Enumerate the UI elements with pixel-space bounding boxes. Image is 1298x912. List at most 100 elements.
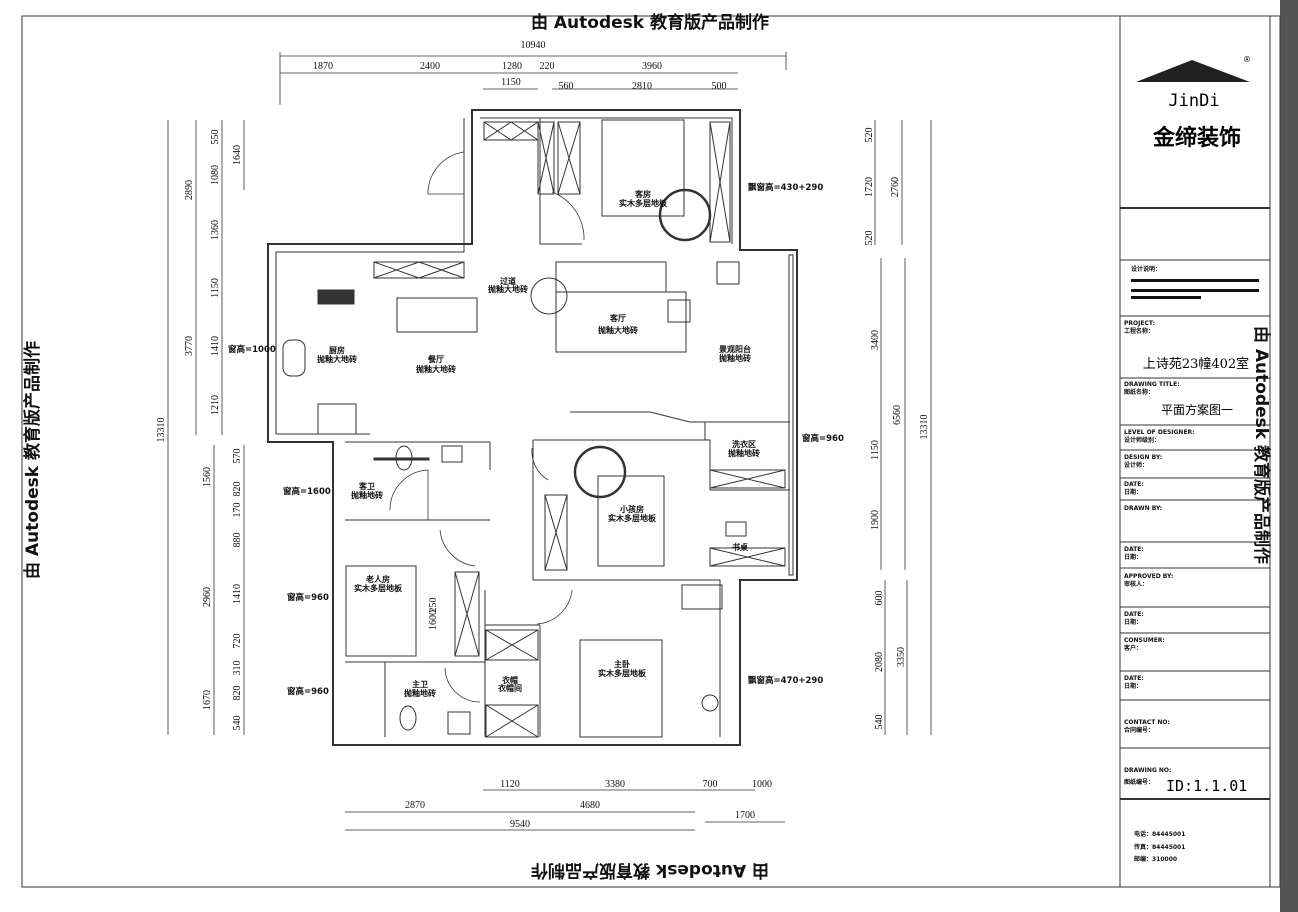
svg-text:2870: 2870 (405, 800, 425, 811)
svg-text:820: 820 (232, 482, 243, 497)
tel: 电话：84445001 (1134, 830, 1185, 838)
svg-text:日期：: 日期： (1124, 618, 1142, 626)
svg-text:日期：: 日期： (1124, 682, 1142, 690)
room-labels: 客房 实木多层地板 过道 抛釉大地砖 客厅 抛釉大地砖 厨房 抛釉大地砖 餐厅 … (317, 189, 760, 698)
svg-text:抛釉大地砖: 抛釉大地砖 (416, 364, 456, 374)
toilet (395, 445, 413, 471)
svg-text:170: 170 (232, 503, 243, 518)
svg-text:1000: 1000 (752, 779, 772, 790)
round-table (530, 277, 568, 315)
registered-mark: ® (1243, 55, 1251, 64)
watermark-bottom: 由 Autodesk 教育版产品制作 (531, 860, 769, 881)
svg-text:抛釉地砖: 抛釉地砖 (719, 353, 751, 363)
svg-text:13310: 13310 (156, 418, 167, 443)
svg-text:550: 550 (210, 130, 221, 145)
svg-text:图纸名称：: 图纸名称： (1124, 388, 1154, 396)
svg-text:1700: 1700 (735, 810, 755, 821)
svg-text:客房: 客房 (634, 189, 651, 199)
svg-text:1150: 1150 (870, 440, 881, 460)
svg-text:衣帽间: 衣帽间 (498, 683, 522, 693)
svg-text:餐厅: 餐厅 (427, 354, 444, 364)
notes-label: 设计说明： (1131, 265, 1161, 273)
svg-text:抛釉地砖: 抛釉地砖 (728, 448, 760, 458)
svg-text:1150: 1150 (501, 77, 521, 88)
drawing-title: 平面方案图一 (1161, 402, 1233, 417)
svg-text:日期：: 日期： (1124, 553, 1142, 561)
svg-text:2960: 2960 (202, 587, 213, 607)
svg-text:720: 720 (232, 634, 243, 649)
svg-text:1080: 1080 (210, 165, 221, 185)
svg-text:抛釉大地砖: 抛釉大地砖 (598, 325, 638, 335)
svg-text:DATE:: DATE: (1124, 546, 1144, 553)
svg-text:小孩房: 小孩房 (619, 504, 644, 514)
svg-text:220: 220 (540, 61, 555, 72)
svg-text:1670: 1670 (202, 690, 213, 710)
svg-text:窗高=1600: 窗高=1600 (283, 486, 331, 497)
svg-text:1150: 1150 (210, 278, 221, 298)
svg-text:820: 820 (232, 686, 243, 701)
svg-text:CONTACT NO:: CONTACT NO: (1124, 719, 1170, 726)
svg-text:实木多层地板: 实木多层地板 (619, 198, 668, 208)
svg-text:抛釉地砖: 抛釉地砖 (351, 490, 383, 500)
svg-text:设计师级别：: 设计师级别： (1124, 436, 1160, 444)
svg-text:景观阳台: 景观阳台 (719, 344, 751, 354)
window-edge (1280, 0, 1298, 912)
svg-text:4680: 4680 (580, 800, 600, 811)
svg-text:1870: 1870 (313, 61, 333, 72)
svg-text:DATE:: DATE: (1124, 481, 1144, 488)
jindi-logo-icon (1136, 60, 1250, 82)
svg-text:560: 560 (559, 81, 574, 92)
svg-text:3380: 3380 (605, 779, 625, 790)
bed-child (597, 475, 665, 567)
svg-text:540: 540 (232, 716, 243, 731)
watermark-left: 由 Autodesk 教育版产品制作 (22, 341, 43, 579)
svg-text:1210: 1210 (210, 395, 221, 415)
svg-text:1900: 1900 (870, 510, 881, 530)
wardrobes (373, 121, 786, 738)
dimension-labels: 10940 1870 2400 1280 220 3960 1150 560 2… (156, 40, 930, 830)
svg-text:3960: 3960 (642, 61, 662, 72)
svg-text:1410: 1410 (232, 584, 243, 604)
svg-text:LEVEL OF DESIGNER:: LEVEL OF DESIGNER: (1124, 429, 1195, 436)
svg-text:6560: 6560 (892, 405, 903, 425)
svg-text:窗高=960: 窗高=960 (287, 592, 329, 603)
svg-text:窗高=1000: 窗高=1000 (228, 344, 276, 355)
svg-text:厨房: 厨房 (329, 345, 345, 355)
dimension-lines (167, 52, 932, 831)
window-notes: 飘窗高=430+290 窗高=1000 窗高=960 窗高=1600 窗高=96… (228, 182, 844, 697)
svg-text:窗高=960: 窗高=960 (287, 686, 329, 697)
svg-text:3770: 3770 (184, 336, 195, 356)
svg-text:工程名称：: 工程名称： (1124, 327, 1154, 335)
bed-guest (601, 119, 685, 217)
svg-text:2810: 2810 (632, 81, 652, 92)
svg-text:880: 880 (232, 533, 243, 548)
doors (389, 151, 585, 703)
svg-text:13310: 13310 (919, 415, 930, 440)
svg-text:衣帽: 衣帽 (502, 675, 518, 685)
zip: 邮编：310000 (1134, 855, 1177, 863)
svg-text:250: 250 (428, 598, 439, 613)
svg-text:过道: 过道 (500, 276, 516, 286)
svg-text:审核人：: 审核人： (1124, 580, 1148, 588)
svg-text:DRAWING TITLE:: DRAWING TITLE: (1124, 381, 1180, 388)
svg-text:1600: 1600 (428, 610, 439, 630)
svg-text:DESIGN BY:: DESIGN BY: (1124, 454, 1162, 461)
svg-text:520: 520 (864, 231, 875, 246)
furniture (282, 119, 747, 738)
svg-text:主卫: 主卫 (412, 679, 428, 689)
svg-text:抛釉大地砖: 抛釉大地砖 (488, 284, 528, 294)
svg-text:1640: 1640 (232, 145, 243, 165)
svg-text:DRAWING NO:: DRAWING NO: (1124, 767, 1171, 774)
kitchen-sink (282, 339, 306, 377)
svg-text:实木多层地板: 实木多层地板 (598, 668, 647, 678)
watermark-top: 由 Autodesk 教育版产品制作 (531, 12, 769, 33)
svg-text:310: 310 (232, 661, 243, 676)
svg-text:客厅: 客厅 (609, 313, 626, 323)
svg-text:3350: 3350 (896, 647, 907, 667)
svg-text:抛釉大地砖: 抛釉大地砖 (317, 354, 357, 364)
svg-text:2080: 2080 (874, 652, 885, 672)
svg-text:DRAWN BY:: DRAWN BY: (1124, 505, 1162, 512)
svg-text:1720: 1720 (864, 177, 875, 197)
svg-text:9540: 9540 (510, 819, 530, 830)
